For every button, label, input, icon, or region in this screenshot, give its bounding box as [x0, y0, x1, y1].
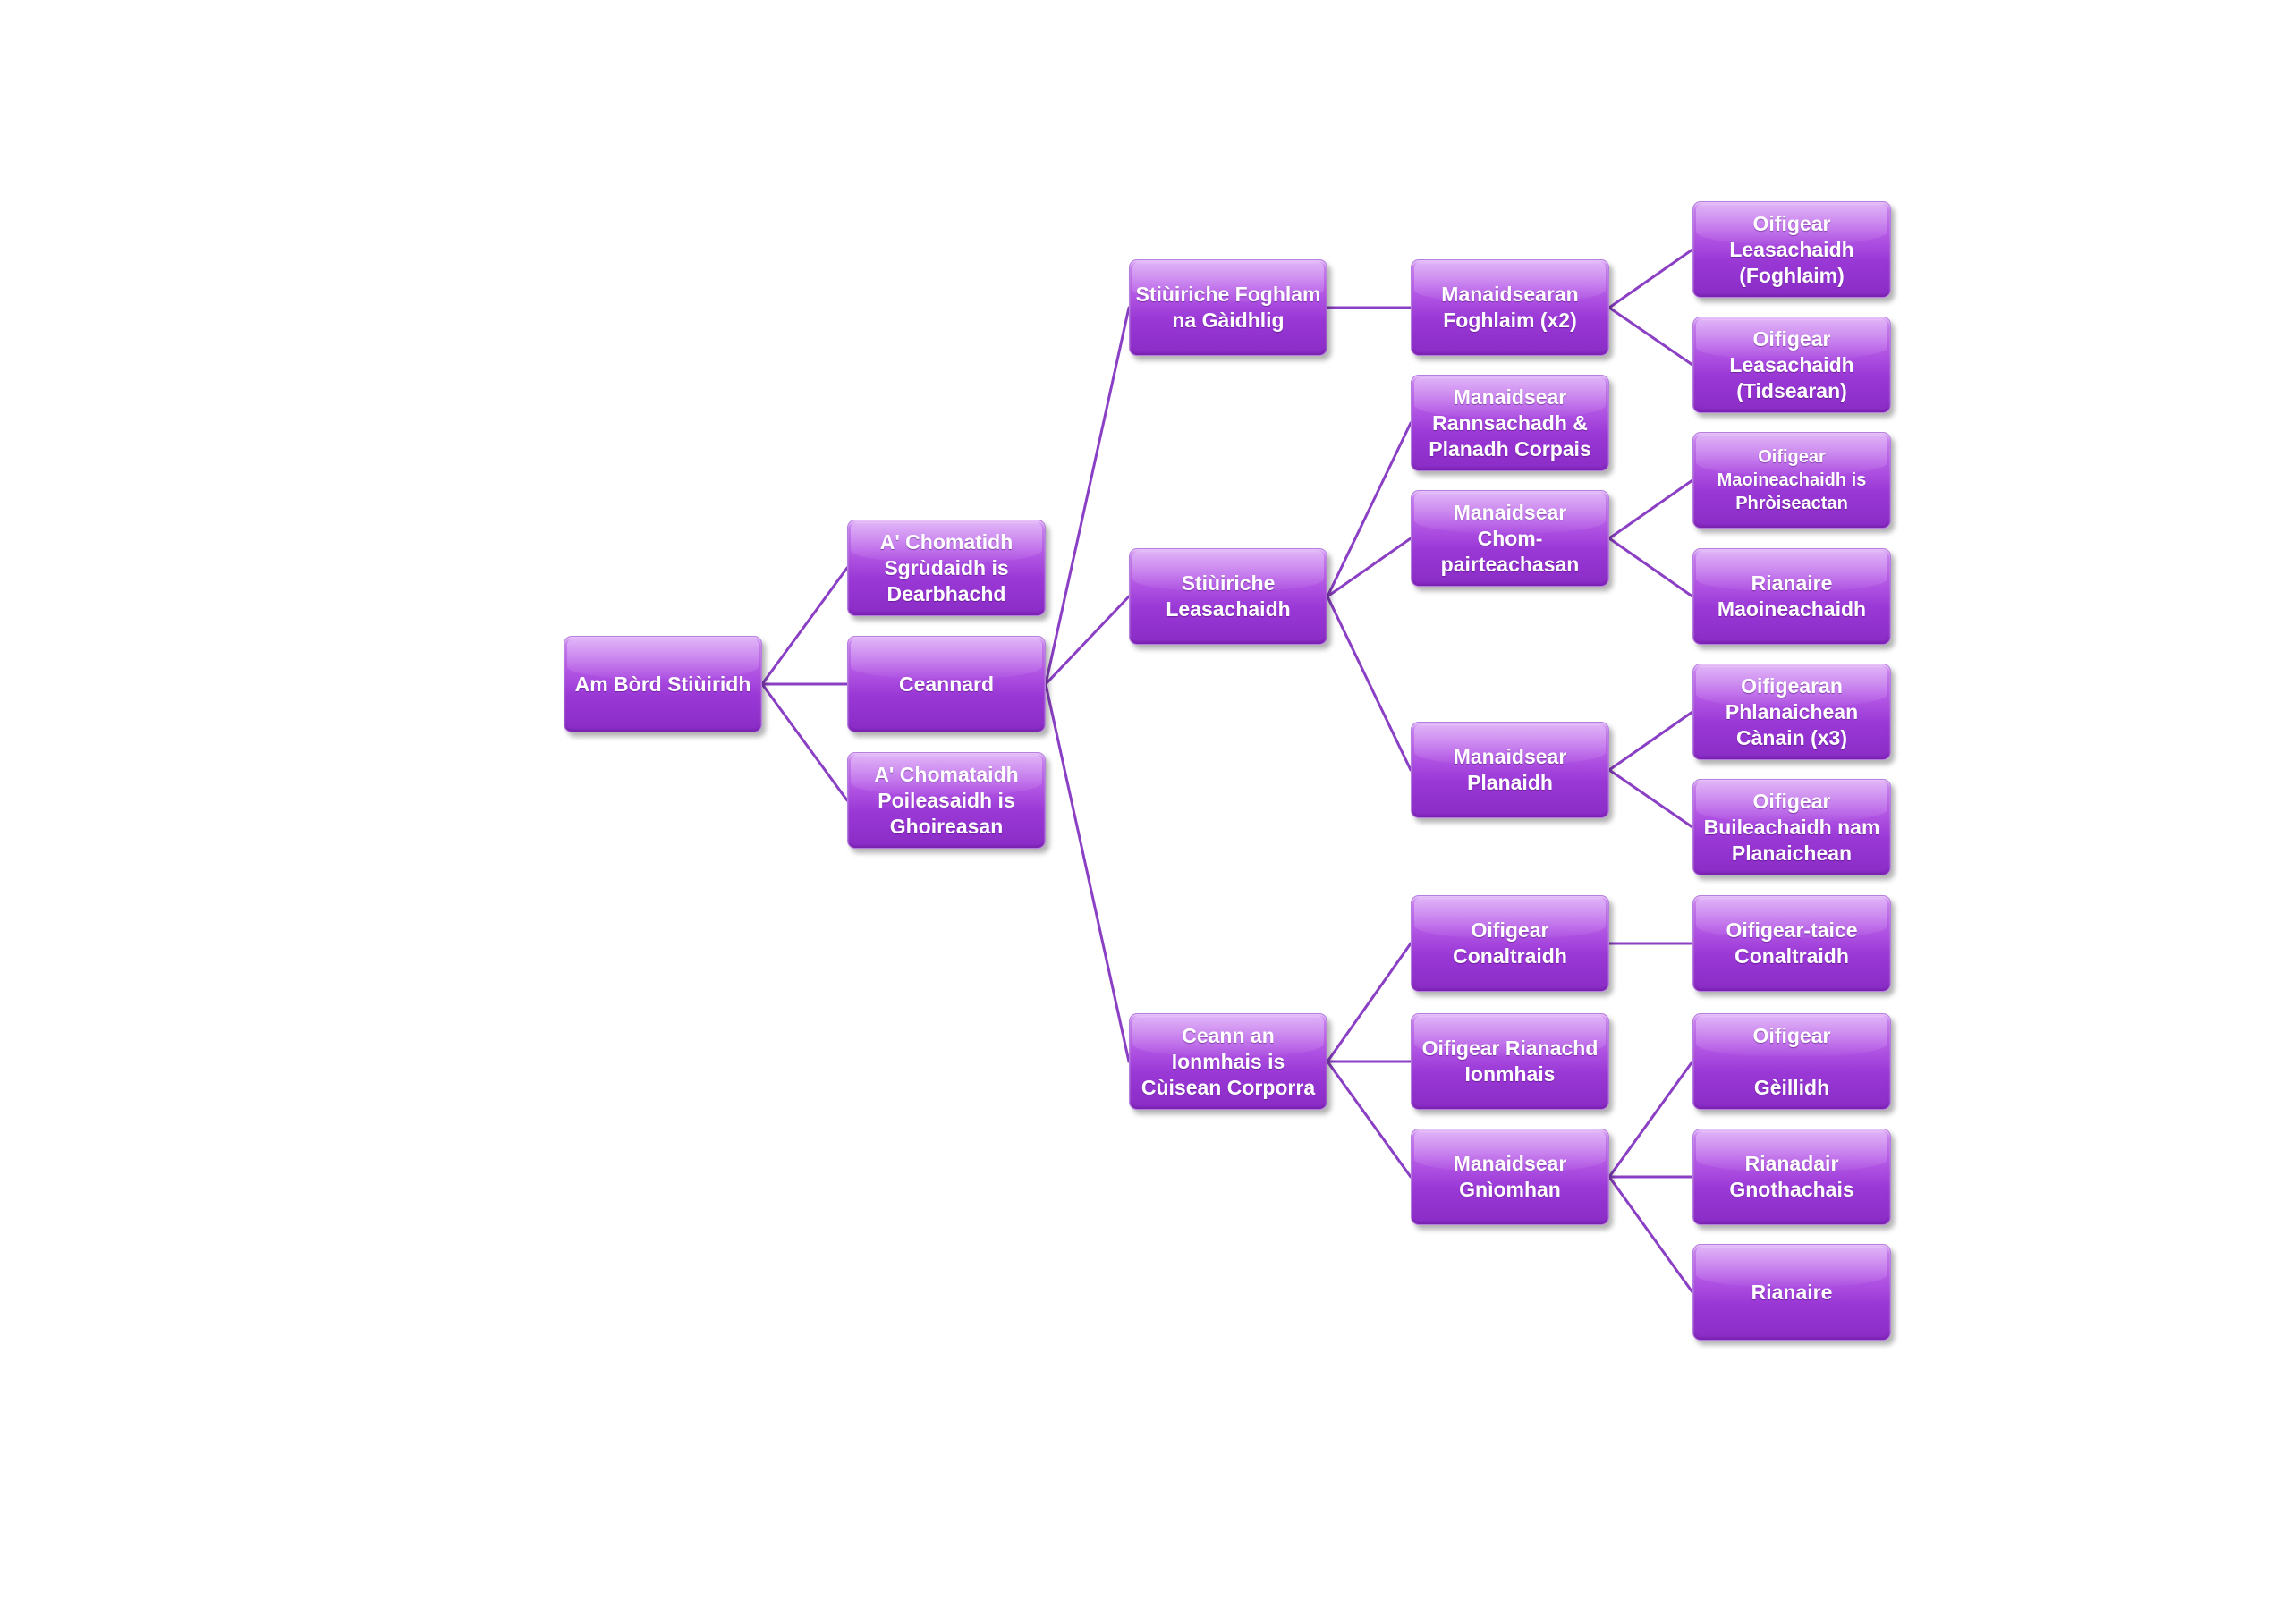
connector-finance-communications — [1326, 942, 1412, 1063]
connector-development-partnerships — [1326, 537, 1412, 598]
connector-ceannard-finance — [1044, 682, 1131, 1063]
node-administrator: Rianaire — [1692, 1244, 1891, 1341]
connector-ceannard-learning — [1044, 306, 1131, 686]
node-head-finance: Ceann an Ionmhais is Cùisean Corporra — [1129, 1013, 1327, 1110]
node-officer-compliance: Oifigear Gèillidh — [1692, 1013, 1891, 1110]
connector-development-research — [1326, 421, 1412, 598]
node-officers-language-plans: Oifigearan Phlanaichean Cànain (x3) — [1692, 664, 1891, 760]
connector-board-audit — [760, 566, 849, 686]
node-officer-dev-learning: Oifigear Leasachaidh (Foghlaim) — [1692, 201, 1891, 298]
node-director-development: Stiùiriche Leasachaidh — [1129, 548, 1327, 645]
node-ceannard: Ceannard — [847, 636, 1046, 732]
node-policy-committee: A' Chomataidh Poileasaidh is Ghoireasan — [847, 752, 1046, 849]
node-officer-dev-teachers: Oifigear Leasachaidh (Tidsearan) — [1692, 317, 1891, 413]
connector-mgrlearning-devteachers — [1607, 306, 1694, 367]
connector-planning-plandelivery — [1607, 768, 1694, 829]
node-board: Am Bòrd Stiùiridh — [564, 636, 762, 732]
node-officer-funding-projects: Oifigear Maoineachaidh is Phròiseactan — [1692, 432, 1891, 529]
connector-development-planning — [1326, 595, 1412, 772]
node-manager-operations: Manaidsear Gnìomhan — [1411, 1129, 1609, 1225]
node-audit-committee: A' Chomatidh Sgrùdaidh is Dearbhachd — [847, 520, 1046, 616]
node-officer-plan-delivery: Oifigear Buileachaidh nam Planaichean — [1692, 779, 1891, 875]
connector-operations-admin — [1607, 1175, 1694, 1294]
node-manager-partnerships: Manaidsear Chom- pairteachasan — [1411, 490, 1609, 587]
node-business-administrator: Rianadair Gnothachais — [1692, 1129, 1891, 1225]
node-administrator-funding: Rianaire Maoineachaidh — [1692, 548, 1891, 645]
connector-board-policy — [760, 682, 849, 802]
node-assistant-communications: Oifigear-taice Conaltraidh — [1692, 895, 1891, 992]
node-officer-communications: Oifigear Conaltraidh — [1411, 895, 1609, 992]
connector-ceannard-development — [1044, 595, 1131, 686]
connector-partnerships-fundingprojects — [1607, 478, 1694, 540]
connector-partnerships-adminfunding — [1607, 537, 1694, 598]
connector-mgrlearning-devlearning — [1607, 248, 1694, 309]
connector-operations-compliance — [1607, 1060, 1694, 1179]
node-manager-research: Manaidsear Rannsachadh & Planadh Corpais — [1411, 375, 1609, 471]
connector-planning-languageplans — [1607, 710, 1694, 772]
node-officer-finance-admin: Oifigear Rianachd Ionmhais — [1411, 1013, 1609, 1110]
node-manager-planning: Manaidsear Planaidh — [1411, 722, 1609, 818]
connector-finance-operations — [1326, 1060, 1412, 1179]
node-director-learning: Stiùiriche Foghlam na Gàidhlig — [1129, 259, 1327, 356]
node-manager-learning: Manaidsearan Foghlaim (x2) — [1411, 259, 1609, 356]
